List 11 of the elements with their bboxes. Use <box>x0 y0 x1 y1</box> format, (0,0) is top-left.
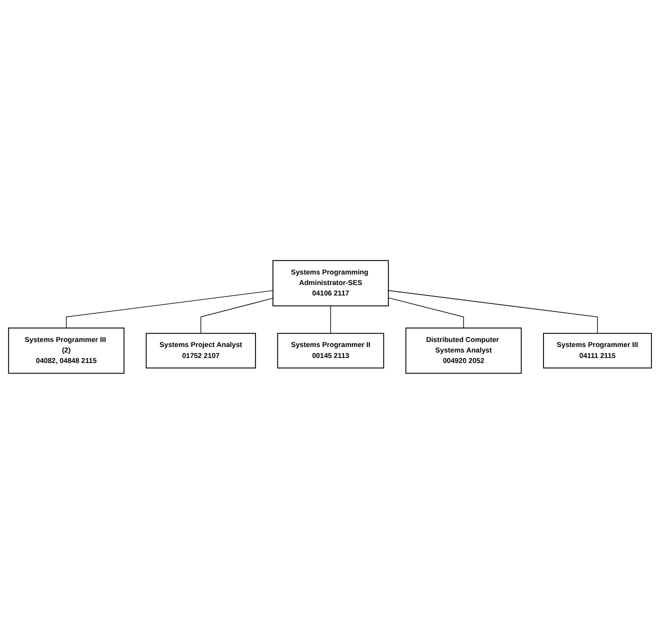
connector <box>330 306 331 334</box>
connector <box>388 298 464 328</box>
node-box <box>146 332 256 368</box>
connector <box>66 290 274 328</box>
node-box <box>272 260 389 306</box>
connector <box>388 290 598 334</box>
node-box <box>405 328 522 374</box>
connector <box>200 298 274 334</box>
node-box <box>543 332 652 368</box>
node-box <box>8 328 124 374</box>
node-box <box>277 332 384 368</box>
